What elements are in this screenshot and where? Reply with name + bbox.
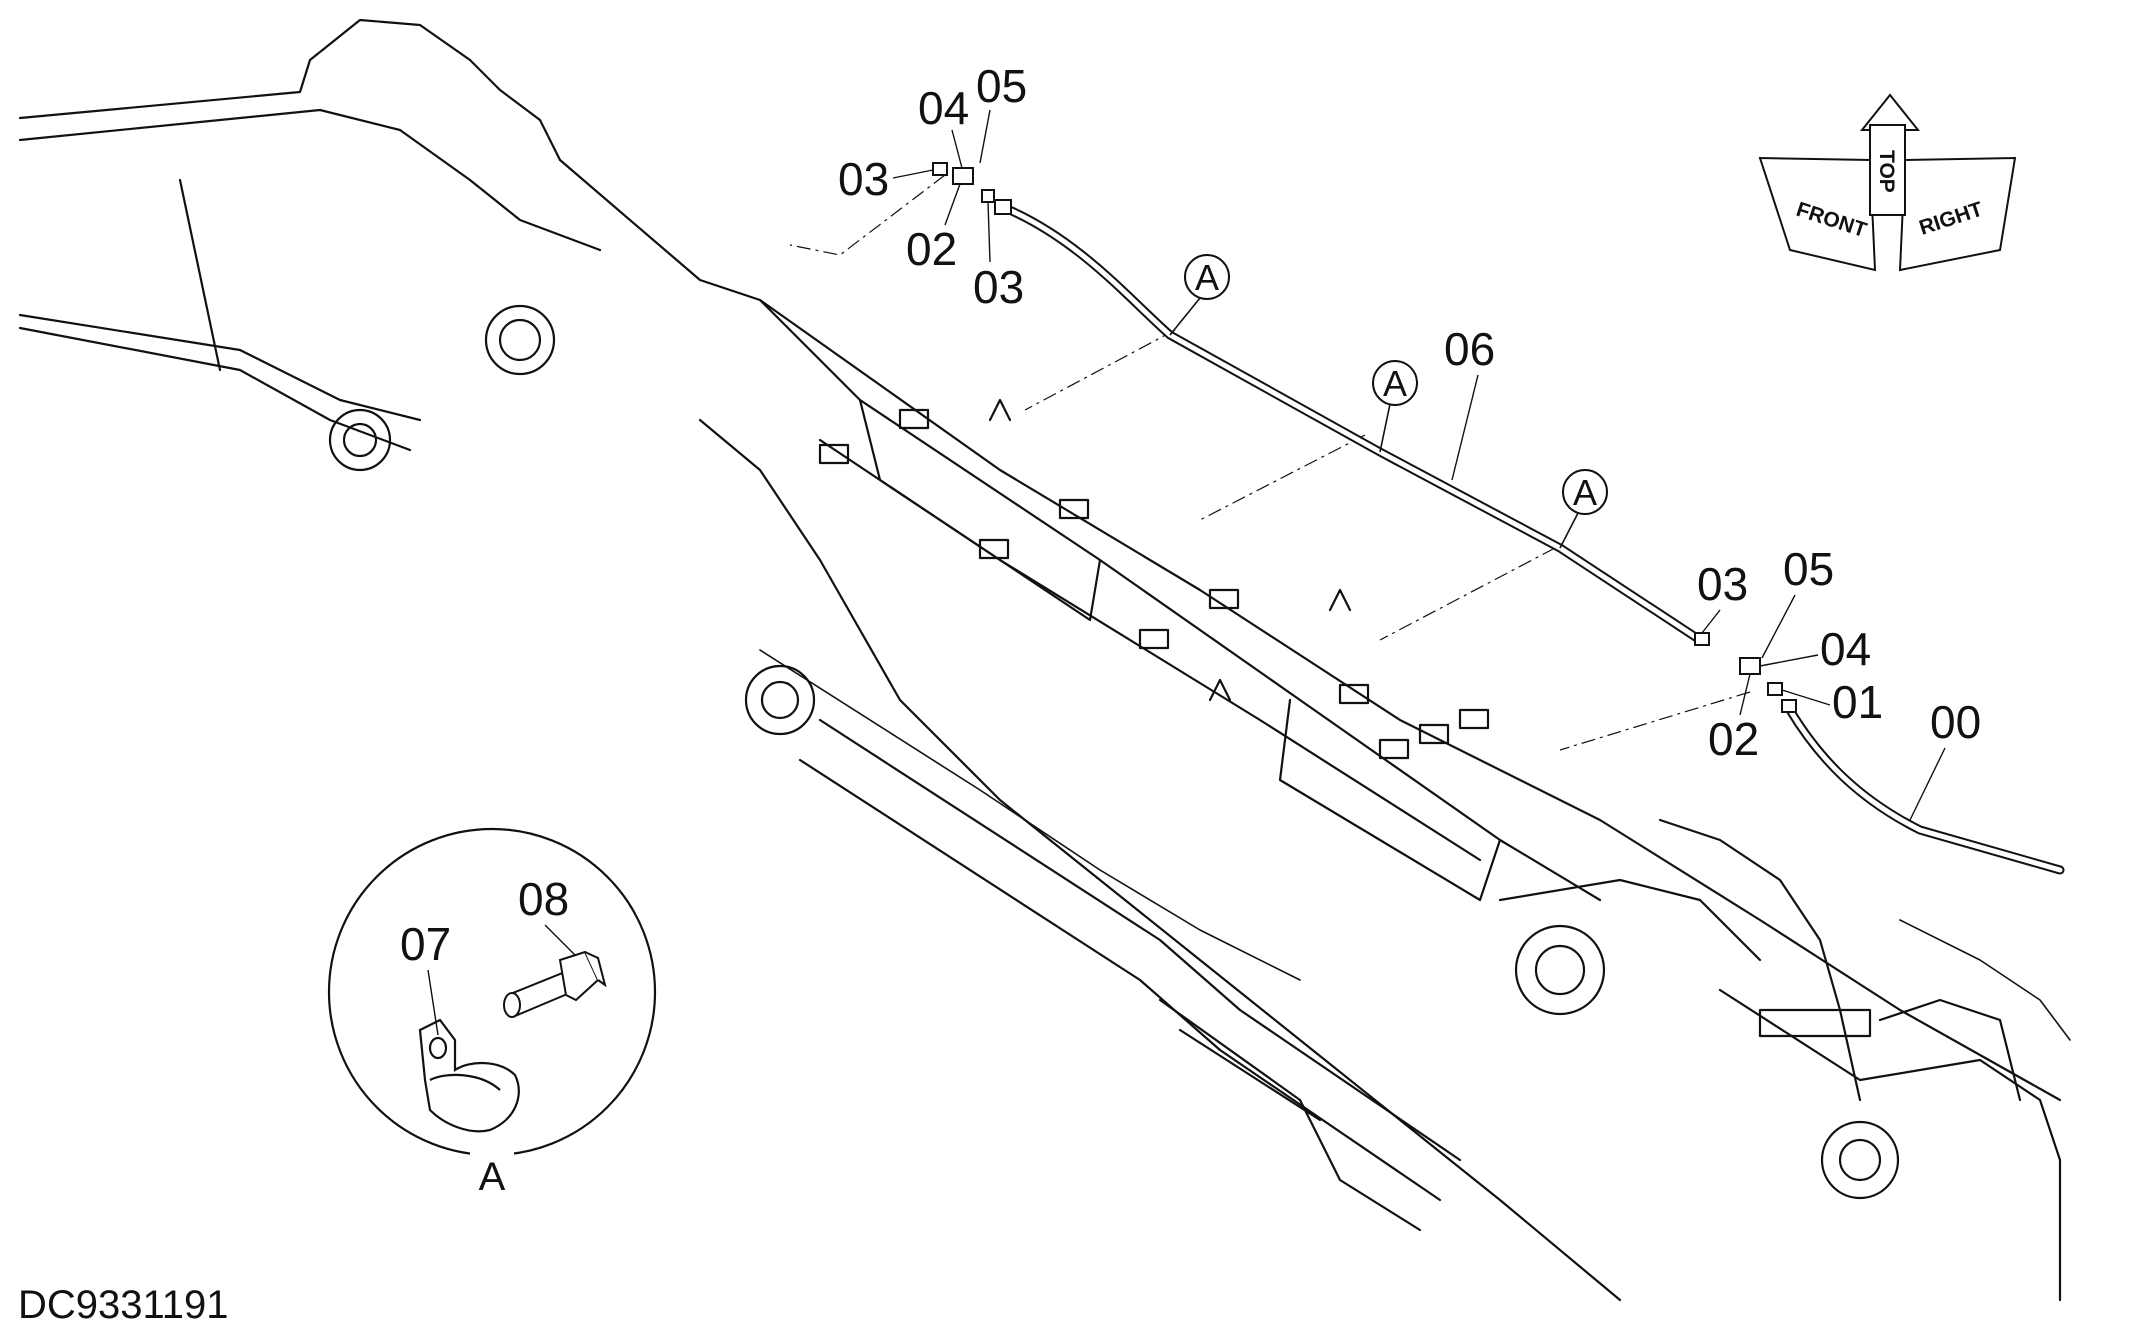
hose-00 [1785, 705, 2065, 875]
fitting-group-lower [1694, 632, 1797, 713]
section-marker-2: A [1372, 360, 1418, 453]
callout-06: 06 [1444, 323, 1495, 375]
callout-08: 08 [518, 873, 569, 925]
callout-03-lower: 03 [1697, 558, 1748, 610]
callout-02-lower: 02 [1708, 713, 1759, 765]
svg-text:A: A [1383, 363, 1407, 404]
callout-04-upper: 04 [918, 82, 969, 134]
callout-05-lower: 05 [1783, 543, 1834, 595]
document-id: DC9331191 [18, 1283, 229, 1327]
callout-01: 01 [1832, 676, 1883, 728]
fitting-group-upper [932, 162, 1012, 215]
callout-03-upper-left: 03 [838, 153, 889, 205]
reference-lines [789, 174, 1751, 751]
detail-view-a: 08 07 A [327, 827, 657, 1199]
section-marker-1: A [1169, 254, 1230, 336]
svg-text:A: A [1573, 472, 1597, 513]
svg-text:A: A [1195, 257, 1219, 298]
callout-07: 07 [400, 918, 451, 970]
section-marker-3: A [1559, 469, 1608, 549]
callout-00: 00 [1930, 696, 1981, 748]
orientation-top-label: TOP [1875, 150, 1898, 193]
callout-03-upper-right: 03 [973, 261, 1024, 313]
detail-caption: A [479, 1155, 506, 1199]
callout-04-lower: 04 [1820, 623, 1871, 675]
clamp-07 [418, 1018, 520, 1133]
orientation-symbol: FRONT TOP RIGHT [1758, 93, 2017, 272]
bolt-08 [503, 950, 607, 1018]
callout-02-upper: 02 [906, 223, 957, 275]
callout-05-upper: 05 [976, 60, 1027, 112]
callouts: 05 04 03 02 03 06 05 03 04 01 02 00 [838, 60, 1981, 821]
boom-structure [18, 18, 2071, 1302]
hose-06 [1000, 203, 1705, 645]
